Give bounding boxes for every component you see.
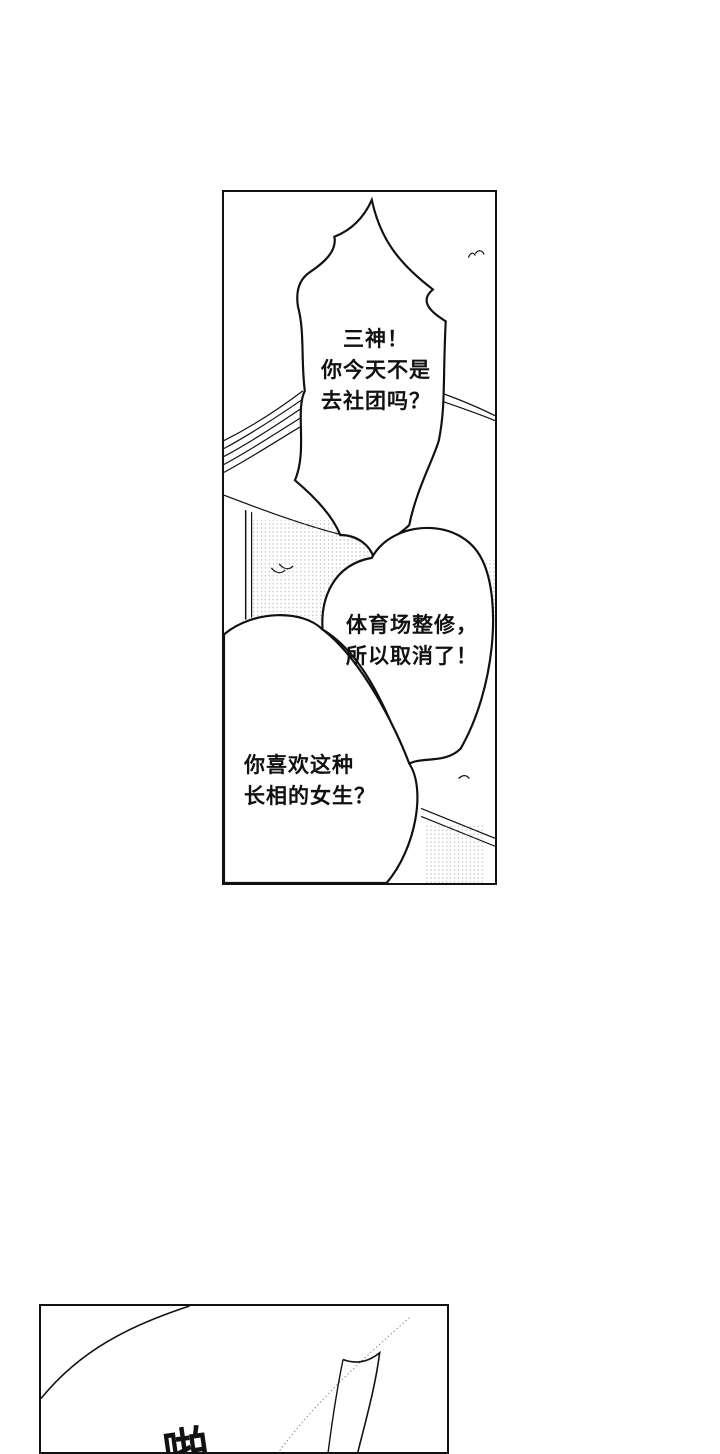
- panel-2-artwork: [41, 1306, 410, 1452]
- comic-panel-2: 啪: [39, 1304, 449, 1454]
- speech-bubble-2: [321, 526, 495, 766]
- comic-panel-1: 三神！ 你今天不是 去社团吗？ 体育场整修， 所以取消了！ 你喜欢这种 长相的女…: [222, 190, 497, 885]
- speech-bubble-1: [293, 196, 447, 561]
- panel-1-artwork: [224, 196, 495, 883]
- speech-bubble-2-text: 体育场整修， 所以取消了！: [346, 613, 478, 668]
- speech-bubble-1-text: 三神！ 你今天不是 去社团吗？: [321, 327, 431, 413]
- sound-effect-text: 啪: [159, 1420, 213, 1454]
- screentone-area: [426, 823, 486, 883]
- speech-bubble-3-text: 你喜欢这种 长相的女生？: [244, 753, 376, 808]
- speech-bubble-3: [224, 614, 419, 883]
- panel-2-lines: [41, 1306, 410, 1452]
